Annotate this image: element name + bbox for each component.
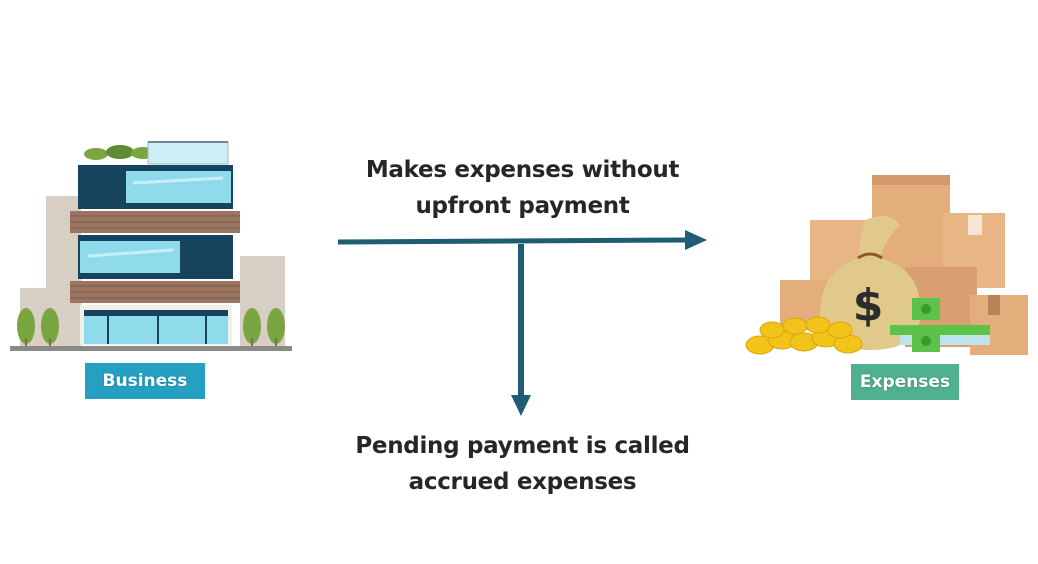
flow-arrows (337, 230, 707, 416)
svg-text:$: $ (853, 280, 884, 331)
top-description-line-2: upfront payment (415, 193, 630, 219)
top-description-line-1: Makes expenses without (365, 157, 680, 183)
money-bag-boxes-icon: $ (745, 175, 1028, 355)
top-description: Makes expenses without upfront payment (330, 152, 715, 224)
right-arrow-icon (337, 230, 707, 250)
office-building-icon (10, 141, 292, 351)
down-arrow-icon (511, 244, 531, 416)
bottom-description-line-2: accrued expenses (408, 469, 637, 495)
bottom-description-line-1: Pending payment is called (355, 433, 690, 459)
business-label: Business (85, 363, 205, 399)
expenses-label: Expenses (851, 364, 959, 400)
expenses-label-text: Expenses (859, 372, 951, 392)
business-label-text: Business (102, 371, 188, 391)
bottom-description: Pending payment is called accrued expens… (345, 428, 700, 500)
